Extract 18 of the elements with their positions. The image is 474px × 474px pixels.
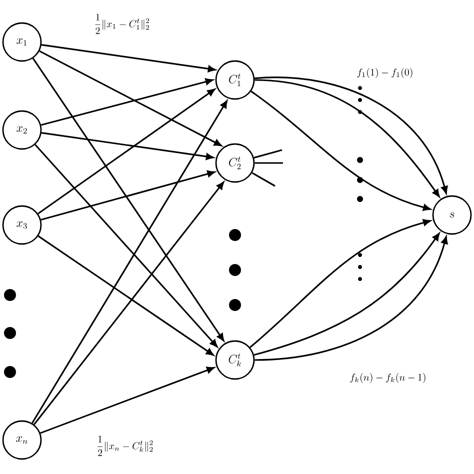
arrow — [38, 88, 216, 214]
arrow — [40, 78, 214, 126]
arrow — [32, 58, 224, 342]
arrow — [40, 170, 215, 221]
edge-label: $f_k(n) - f_k(n-1)$ — [348, 372, 428, 384]
arrow — [32, 100, 228, 424]
arrow — [250, 90, 431, 211]
edge-label: $\frac{1}{2}\|x_n - C_k^t\|_2^2$ — [95, 434, 155, 458]
arrow — [34, 144, 218, 348]
arrow — [40, 366, 214, 434]
arrow — [41, 44, 216, 72]
arrow — [34, 182, 224, 425]
edge-label: $f_1(1) - f_1(0)$ — [356, 67, 414, 79]
edge-label: $\frac{1}{2}\|x_1 - C_1^t\|_2^2$ — [93, 12, 151, 36]
arrow — [250, 219, 431, 348]
arrow — [39, 50, 222, 146]
arrow — [41, 132, 214, 160]
arrow — [38, 235, 214, 356]
